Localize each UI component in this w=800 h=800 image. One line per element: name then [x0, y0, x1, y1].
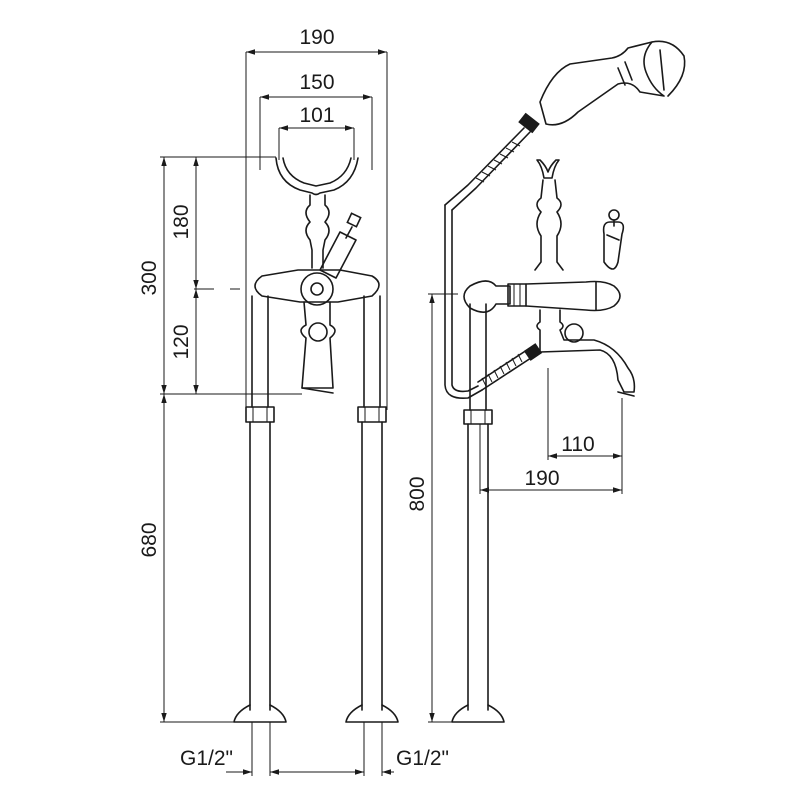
connection-left-label: G1/2": [180, 747, 233, 770]
right-nut: [357, 406, 387, 423]
body-stem: [305, 194, 330, 269]
dim-110-label: 110: [561, 433, 594, 456]
side-spout: [536, 309, 636, 393]
connection-right-label: G1/2": [396, 747, 449, 770]
side-cradle: [536, 159, 560, 179]
left-flange: [233, 704, 287, 723]
dim-101-label: 101: [299, 104, 334, 127]
front-knob: [300, 272, 334, 306]
side-view: [428, 40, 686, 723]
hose-upper: [444, 127, 531, 211]
lever-handle: [319, 231, 357, 279]
dim-190-label: 190: [299, 26, 334, 49]
dim-800-label: 800: [406, 476, 429, 511]
dim-150-label: 150: [299, 71, 334, 94]
cradle-holder: [275, 157, 359, 196]
front-view: [160, 49, 399, 776]
side-lever: [602, 221, 625, 270]
dim-120-label: 120: [170, 324, 193, 359]
dim-190-side-label: 190: [524, 467, 559, 490]
right-flange: [345, 704, 399, 723]
side-stem: [534, 179, 564, 271]
dim-680-label: 680: [138, 522, 161, 557]
front-body: [254, 269, 380, 303]
left-nut: [245, 406, 275, 423]
hose-loop: [444, 204, 483, 400]
side-flange: [451, 704, 505, 723]
dim-300-label: 300: [138, 260, 161, 295]
dim-180-label: 180: [170, 204, 193, 239]
handshower: [539, 41, 665, 126]
front-spout: [300, 301, 336, 389]
side-body: [463, 280, 511, 313]
side-nut: [463, 409, 493, 425]
